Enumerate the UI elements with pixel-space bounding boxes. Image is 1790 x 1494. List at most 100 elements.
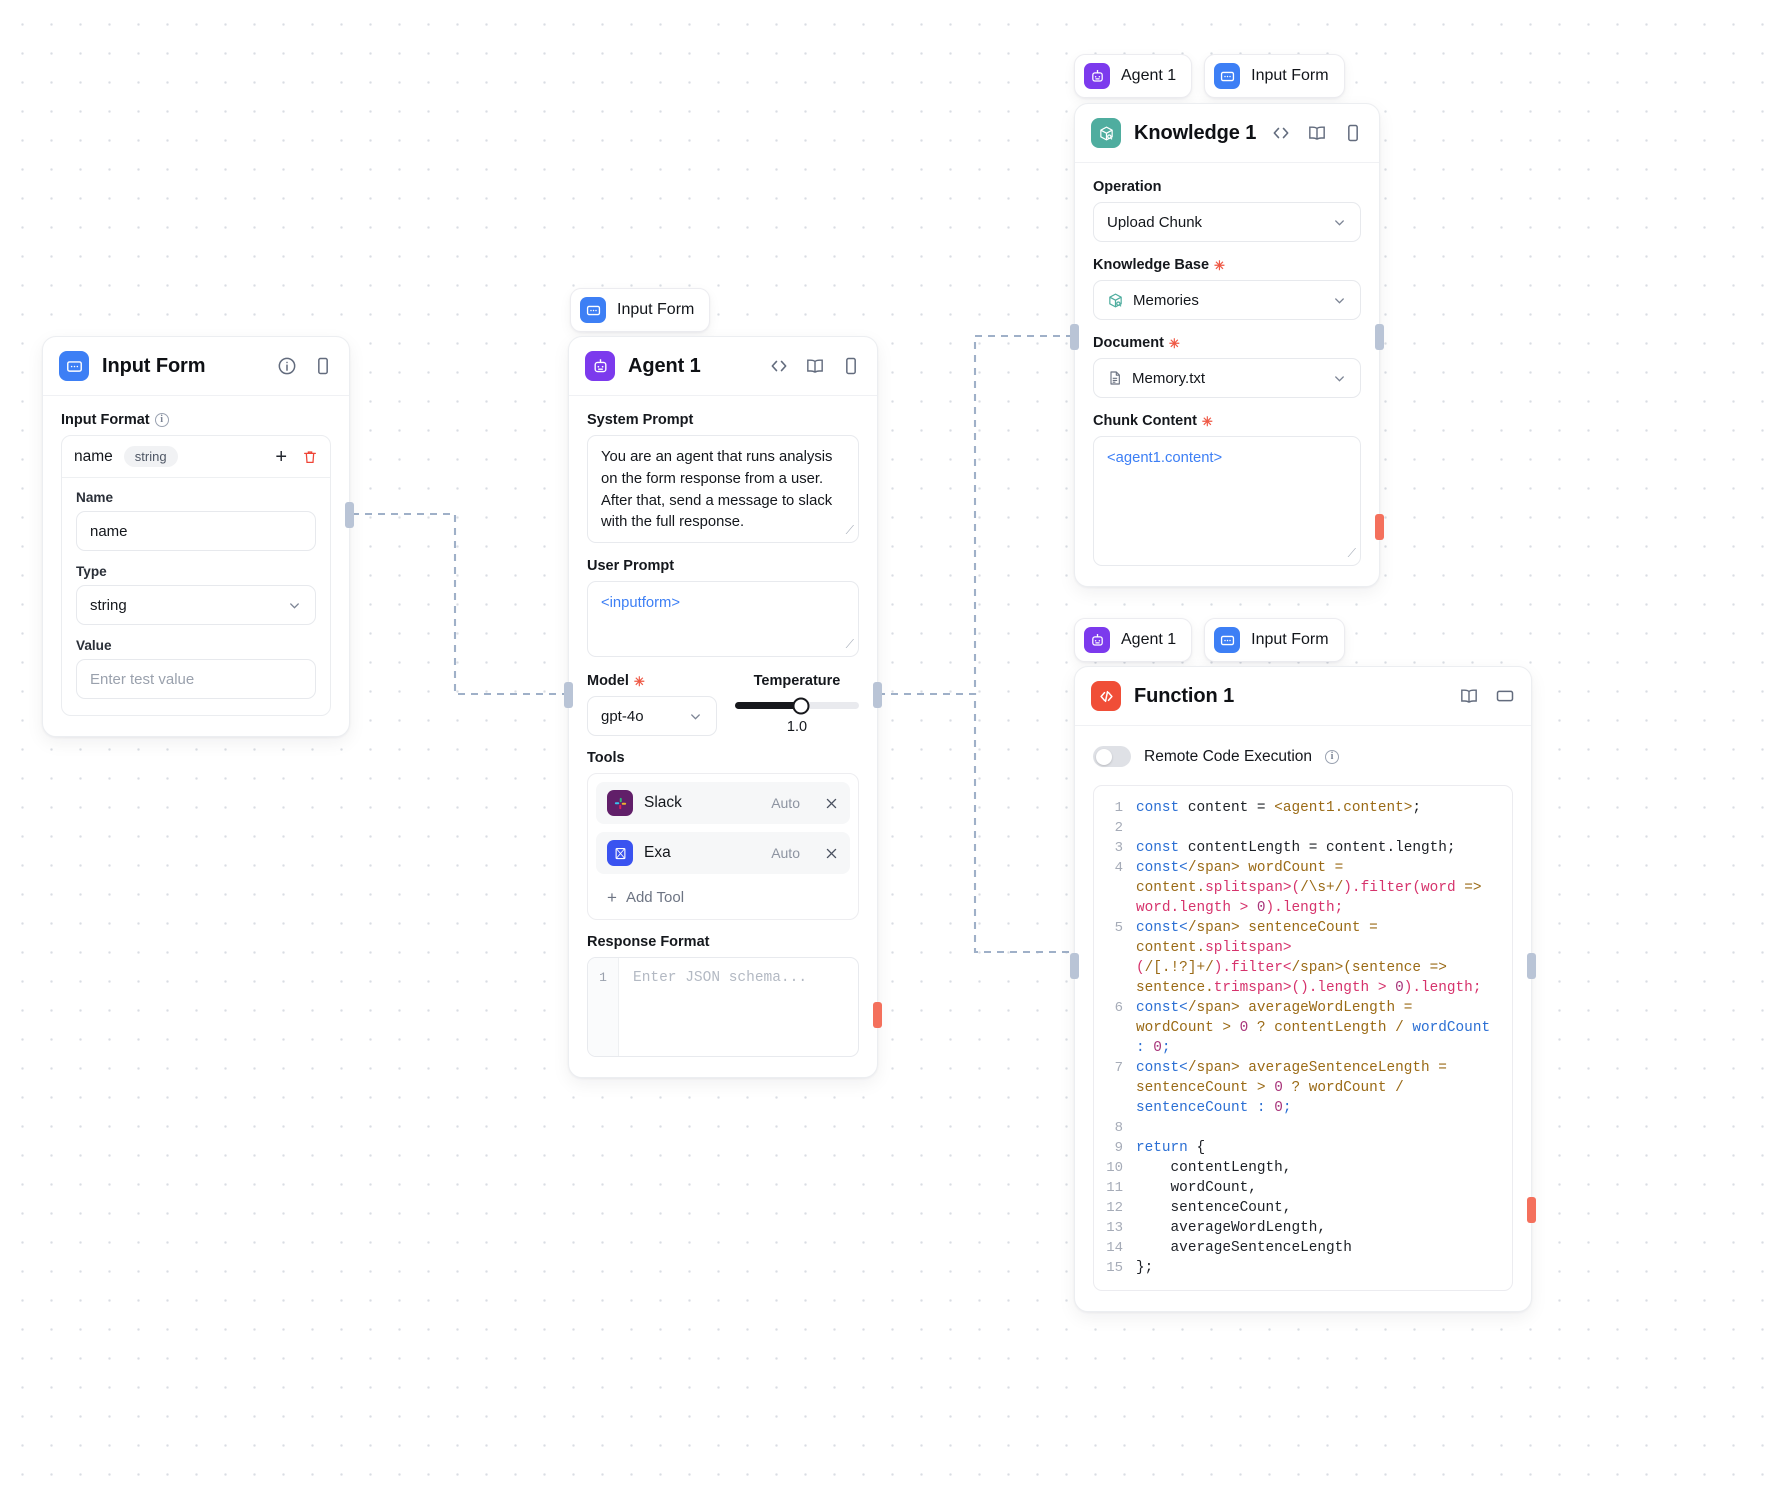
code-icon[interactable] xyxy=(1271,123,1291,143)
code-line-text[interactable]: sentenceCount, xyxy=(1136,1200,1292,1216)
code-line-text[interactable]: contentLength, xyxy=(1136,1160,1292,1176)
add-field-button[interactable]: + xyxy=(275,445,287,468)
tool-name: Slack xyxy=(644,794,682,811)
document-select[interactable]: Memory.txt xyxy=(1093,358,1361,398)
output-port[interactable] xyxy=(873,682,882,708)
code-line-text[interactable]: const</span> averageWordLength = wordCou… xyxy=(1136,1000,1499,1056)
tool-mode[interactable]: Auto xyxy=(771,845,800,861)
code-line-number: 13 xyxy=(1106,1220,1123,1236)
value-input[interactable]: Enter test value xyxy=(76,659,316,699)
response-format-label: Response Format xyxy=(587,934,710,950)
remote-code-execution-row[interactable]: Remote Code Execution i xyxy=(1093,742,1513,785)
slack-icon xyxy=(607,790,633,816)
code-line-text[interactable] xyxy=(1136,1118,1512,1138)
tool-row[interactable]: Exa Auto xyxy=(596,832,850,874)
panel-icon[interactable] xyxy=(313,356,333,376)
error-port[interactable] xyxy=(873,1002,882,1028)
chunk-content-textarea[interactable]: <agent1.content> ⟋ xyxy=(1093,436,1361,566)
chevron-down-icon xyxy=(1332,293,1347,308)
code-line-text[interactable]: wordCount, xyxy=(1136,1180,1257,1196)
output-port[interactable] xyxy=(1527,953,1536,979)
input-form-body: Input Format i name string + xyxy=(43,396,349,736)
resize-grip-icon[interactable]: ⟋ xyxy=(1347,546,1356,561)
delete-field-icon[interactable] xyxy=(302,448,318,466)
node-knowledge[interactable]: Knowledge 1 Operation Upload Chunk xyxy=(1070,103,1384,587)
remove-tool-icon[interactable] xyxy=(824,846,839,861)
code-line-number: 1 xyxy=(1114,800,1123,816)
node-agent[interactable]: Agent 1 System Prompt You are an agent t… xyxy=(564,336,882,1078)
function-title: Function 1 xyxy=(1134,684,1235,707)
code-line-text[interactable]: const content = <agent1.content>; xyxy=(1136,800,1422,816)
code-line-text[interactable]: }; xyxy=(1136,1260,1154,1276)
model-select[interactable]: gpt-4o xyxy=(587,696,717,736)
chip-label: Input Form xyxy=(617,301,695,318)
info-icon[interactable] xyxy=(277,356,297,376)
type-select[interactable]: string xyxy=(76,585,316,625)
chip-input-form[interactable]: Input Form xyxy=(1204,54,1345,98)
temperature-slider[interactable] xyxy=(735,697,859,714)
book-icon[interactable] xyxy=(805,356,825,376)
tools-box: Slack Auto Exa Auto xyxy=(587,773,859,920)
code-line-text[interactable]: const contentLength = content.length; xyxy=(1136,840,1456,856)
chip-agent-1[interactable]: Agent 1 xyxy=(1074,54,1193,98)
code-icon[interactable] xyxy=(769,356,789,376)
book-icon[interactable] xyxy=(1459,686,1479,706)
chip-input-form[interactable]: Input Form xyxy=(1204,618,1345,662)
code-line: 1 const content = <agent1.content>; xyxy=(1094,798,1512,818)
format-field-header[interactable]: name string + xyxy=(62,436,330,477)
operation-label: Operation xyxy=(1093,179,1162,195)
knowledge-base-value: Memories xyxy=(1133,291,1199,309)
code-line-text[interactable] xyxy=(1136,818,1512,838)
resize-grip-icon[interactable]: ⟋ xyxy=(845,523,854,538)
response-format-editor[interactable]: 1 Enter JSON schema... xyxy=(587,957,859,1057)
code-line-number: 7 xyxy=(1114,1060,1123,1076)
input-port[interactable] xyxy=(1070,953,1079,979)
user-prompt-textarea[interactable]: <inputform> ⟋ xyxy=(587,581,859,657)
remove-tool-icon[interactable] xyxy=(824,796,839,811)
chip-input-form[interactable]: Input Form xyxy=(570,288,711,332)
input-port[interactable] xyxy=(1070,324,1079,350)
tool-name: Exa xyxy=(644,844,671,861)
add-tool-button[interactable]: + Add Tool xyxy=(596,882,850,911)
code-line-number: 5 xyxy=(1114,920,1123,936)
output-port[interactable] xyxy=(345,502,354,528)
book-icon[interactable] xyxy=(1307,123,1327,143)
remote-code-execution-toggle[interactable] xyxy=(1093,746,1131,767)
code-line-text[interactable]: averageSentenceLength xyxy=(1136,1240,1352,1256)
node-input-form[interactable]: Input Form Input Format i xyxy=(42,336,354,737)
chip-label: Input Form xyxy=(1251,67,1329,84)
tool-row[interactable]: Slack Auto xyxy=(596,782,850,824)
code-line-text[interactable]: averageWordLength, xyxy=(1136,1220,1326,1236)
remote-code-info-icon[interactable]: i xyxy=(1325,749,1340,764)
tool-mode[interactable]: Auto xyxy=(771,795,800,811)
code-line-text[interactable]: return { xyxy=(1136,1140,1206,1156)
agent-icon xyxy=(1084,63,1110,89)
system-prompt-value: You are an agent that runs analysis on t… xyxy=(601,449,833,531)
value-label: Value xyxy=(76,638,112,653)
code-line-text[interactable]: const</span> averageSentenceLength = sen… xyxy=(1136,1060,1456,1116)
code-line-text[interactable]: const</span> wordCount = content.splitsp… xyxy=(1136,860,1491,916)
error-port[interactable] xyxy=(1527,1197,1536,1223)
panel-icon[interactable] xyxy=(841,356,861,376)
format-field-detail: Name name Type string Value Enter test v… xyxy=(62,477,330,715)
system-prompt-textarea[interactable]: You are an agent that runs analysis on t… xyxy=(587,435,859,543)
chip-agent-1[interactable]: Agent 1 xyxy=(1074,618,1193,662)
input-port[interactable] xyxy=(564,682,573,708)
operation-select[interactable]: Upload Chunk xyxy=(1093,202,1361,242)
temperature-knob[interactable] xyxy=(792,697,810,714)
panel-icon[interactable] xyxy=(1343,123,1363,143)
name-input[interactable]: name xyxy=(76,511,316,551)
output-port[interactable] xyxy=(1375,324,1384,350)
input-format-info-icon[interactable]: i xyxy=(154,413,169,427)
knowledge-base-select[interactable]: Memories xyxy=(1093,280,1361,320)
expand-icon[interactable] xyxy=(1495,686,1515,706)
resize-grip-icon[interactable]: ⟋ xyxy=(845,637,854,652)
error-port[interactable] xyxy=(1375,514,1384,540)
code-line-number: 14 xyxy=(1106,1240,1123,1256)
code-line-text[interactable]: const</span> sentenceCount = content.spl… xyxy=(1136,920,1482,996)
node-function[interactable]: Function 1 Remote Code Execution i 1 cons… xyxy=(1070,666,1536,1312)
tools-label: Tools xyxy=(587,750,625,766)
